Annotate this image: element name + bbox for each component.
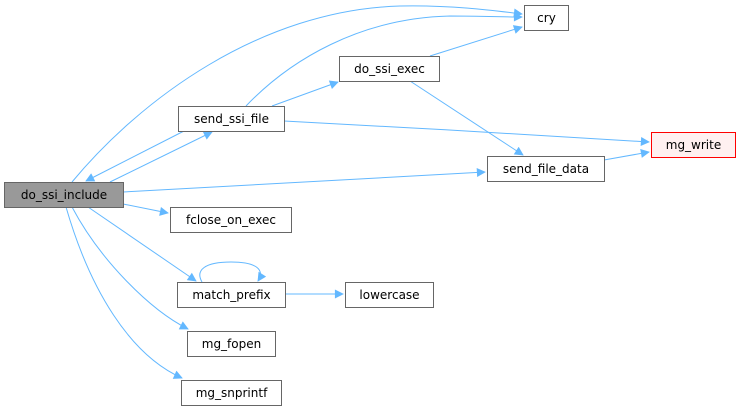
node-send_file_data[interactable]: send_file_data [487,156,605,182]
edge-send_ssi_file-mg_write [283,120,650,146]
node-label: mg_snprintf [195,386,268,400]
node-do_ssi_exec[interactable]: do_ssi_exec [339,56,440,82]
edge-do_ssi_exec-send_file_data [409,80,524,156]
node-label: mg_write [665,138,722,152]
edge-do_ssi_exec-cry [429,25,523,57]
node-label: send_file_data [502,162,590,176]
node-send_ssi_file[interactable]: send_ssi_file [178,106,285,132]
node-label: lowercase [359,288,420,302]
edge-send_file_data-mg_write [603,148,650,161]
edge-do_ssi_include-send_file_data [122,167,486,193]
edge-match_prefix-self [199,261,267,283]
edge-do_ssi_include-mg_fopen [71,206,189,330]
node-cry[interactable]: cry [524,5,569,31]
edge-do_ssi_include-cry [71,5,523,183]
node-label: do_ssi_include [20,188,108,202]
node-mg_snprintf[interactable]: mg_snprintf [181,380,282,406]
edge-do_ssi_include-mg_snprintf [65,206,183,379]
node-match_prefix[interactable]: match_prefix [177,282,286,308]
node-label: do_ssi_exec [354,62,425,76]
edge-send_ssi_file-do_ssi_exec [271,80,339,107]
edge-do_ssi_include-fclose_on_exec [122,203,169,216]
node-lowercase[interactable]: lowercase [345,282,434,308]
node-fclose_on_exec[interactable]: fclose_on_exec [170,207,292,233]
node-mg_fopen[interactable]: mg_fopen [187,331,276,357]
node-do_ssi_include[interactable]: do_ssi_include [4,182,124,208]
node-mg_write[interactable]: mg_write [651,132,736,158]
node-label: mg_fopen [201,337,262,351]
edge-do_ssi_include-match_prefix [87,206,197,282]
edge-do_ssi_include-send_ssi_file [109,131,213,183]
node-label: send_ssi_file [194,112,269,126]
node-label: match_prefix [192,288,271,302]
edge-send_ssi_file-cry [245,12,523,107]
edge-send_ssi_file-do_ssi_include [85,130,185,182]
node-label: fclose_on_exec [186,213,276,227]
node-label: cry [537,11,556,25]
